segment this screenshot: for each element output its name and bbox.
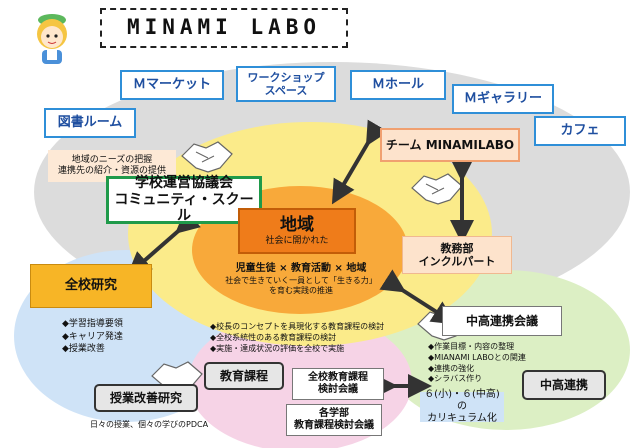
school-council-box: 学校運営協議会 コミュニティ・スクール — [106, 175, 262, 224]
arrow-council-research — [126, 209, 201, 276]
collab-items: ◆作業目標・内容の整理 ◆MIANAMI LABOとの関連 ◆連携の強化 ◆シラ… — [428, 342, 526, 384]
title-box: MINAMI LABO — [100, 8, 348, 48]
curriculum-notes: ◆校長のコンセプトを具現化する教育課程の検討 ◆全校系統性のある教育課程の検討 … — [210, 322, 385, 353]
facility-library: 図書ルーム — [44, 108, 136, 138]
lesson-research-box: 授業改善研究 — [94, 384, 198, 412]
office-box: 教務部 インクルパート — [402, 236, 512, 274]
collab-council-box: 中高連携会議 — [442, 306, 562, 336]
facility-cafe: カフェ — [534, 116, 626, 146]
core-text: 児童生徒 × 教育活動 × 地域 社会で生きていく一員として「生きる力」 を育む… — [225, 263, 377, 296]
dept-meeting-box: 各学部 教育課程検討会議 — [286, 404, 382, 436]
facility-hall: Ｍホール — [350, 70, 446, 100]
facility-market: Ｍマーケット — [120, 70, 224, 100]
curriculum-box: 教育課程 — [204, 362, 284, 390]
pdca-note: 日々の授業、個々の学びのPDCA — [90, 420, 209, 429]
research-items: ◆学習指導要領 ◆キャリア発達 ◆授業改善 — [62, 319, 123, 355]
mascot-character-icon — [37, 14, 67, 64]
region-box: 地域 社会に開かれた — [238, 208, 356, 254]
page-title: MINAMI LABO — [126, 15, 322, 40]
facility-gallery: Ｍギャラリー — [452, 84, 554, 114]
arrow-team-region — [331, 119, 389, 205]
collab-box: 中高連携 — [522, 370, 606, 400]
team-box: チーム MINAMILABO — [380, 128, 520, 162]
handshake-icon — [181, 141, 233, 173]
curriculum-meeting-box: 全校教育課程 検討会議 — [292, 368, 384, 400]
arrow-core-collab — [379, 269, 457, 325]
school-research-box: 全校研究 — [30, 264, 152, 308]
facility-workshop: ワークショップ スペース — [236, 66, 336, 102]
curriculum-unify-box: ６(小)・６(中高)の カリキュラム化 — [420, 389, 504, 424]
